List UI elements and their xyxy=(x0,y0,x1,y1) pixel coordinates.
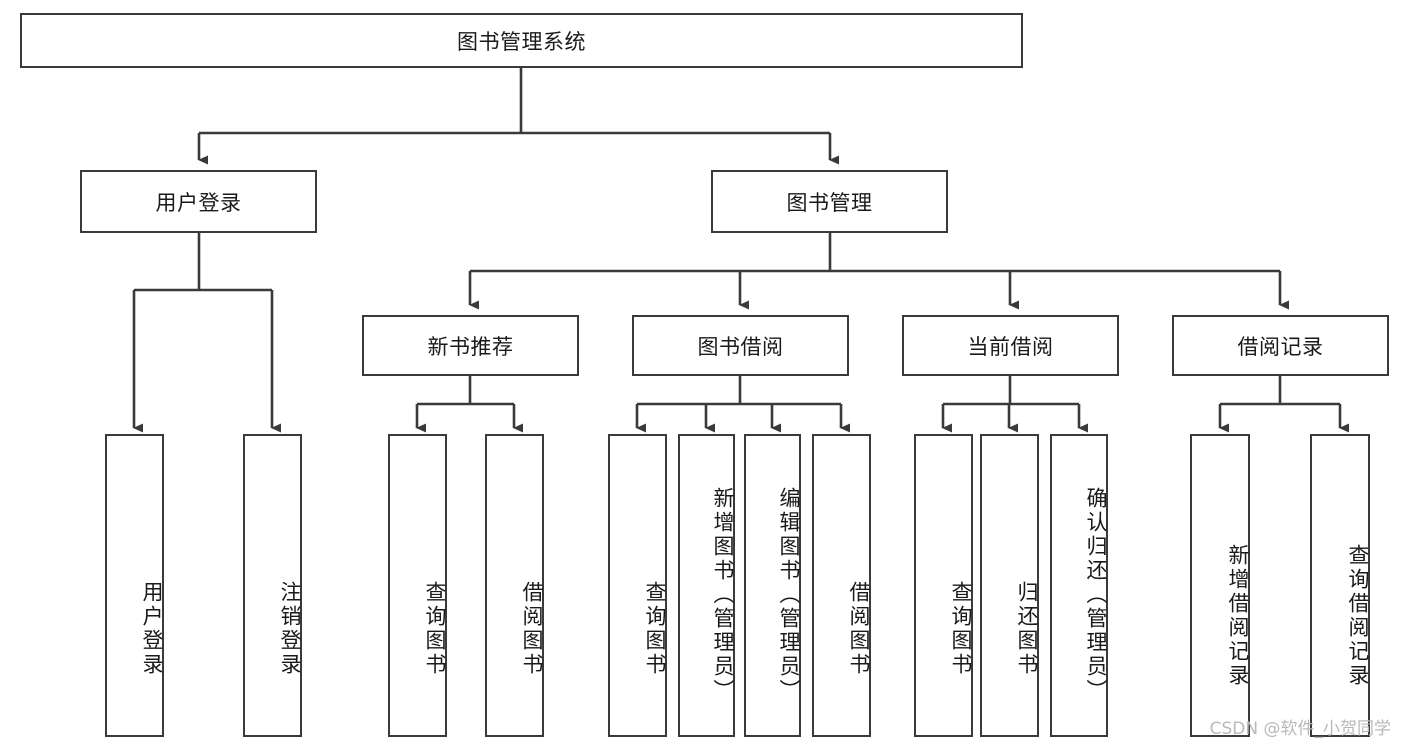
node-label: 查询图书 xyxy=(423,580,447,677)
node-label: 图书管理系统 xyxy=(457,29,586,54)
node-label: 借阅图书 xyxy=(847,580,871,677)
node-label: 新增借阅记录 xyxy=(1226,543,1250,688)
node-new-book-recommend[interactable]: 新书推荐 xyxy=(362,315,579,376)
leaf-confirm-return-admin[interactable]: 确认归还（管理员） xyxy=(1050,434,1108,737)
node-label: 新书推荐 xyxy=(427,334,514,359)
node-label: 编辑图书（管理员） xyxy=(777,486,801,703)
node-label: 图书管理 xyxy=(786,190,873,215)
node-label: 查询图书 xyxy=(643,580,667,677)
node-label: 借阅图书 xyxy=(520,580,544,677)
leaf-edit-book-admin[interactable]: 编辑图书（管理员） xyxy=(744,434,801,737)
node-label: 借阅记录 xyxy=(1237,334,1324,359)
leaf-return-book[interactable]: 归还图书 xyxy=(980,434,1039,737)
leaf-query-book-recommend[interactable]: 查询图书 xyxy=(388,434,447,737)
node-label: 查询图书 xyxy=(949,580,973,677)
node-borrow-record[interactable]: 借阅记录 xyxy=(1172,315,1389,376)
leaf-add-book-admin[interactable]: 新增图书（管理员） xyxy=(678,434,735,737)
node-label: 确认归还（管理员） xyxy=(1084,486,1108,703)
leaf-borrow-book-borrow[interactable]: 借阅图书 xyxy=(812,434,871,737)
leaf-query-book-borrow[interactable]: 查询图书 xyxy=(608,434,667,737)
node-label: 新增图书（管理员） xyxy=(711,486,735,703)
node-label: 图书借阅 xyxy=(697,334,784,359)
leaf-logout-login[interactable]: 注销登录 xyxy=(243,434,302,737)
node-user-login[interactable]: 用户登录 xyxy=(80,170,317,233)
leaf-query-borrow-record[interactable]: 查询借阅记录 xyxy=(1310,434,1370,737)
leaf-user-login[interactable]: 用户登录 xyxy=(105,434,164,737)
node-book-management[interactable]: 图书管理 xyxy=(711,170,948,233)
node-label: 查询借阅记录 xyxy=(1346,543,1370,688)
node-current-borrow[interactable]: 当前借阅 xyxy=(902,315,1119,376)
leaf-borrow-book-recommend[interactable]: 借阅图书 xyxy=(485,434,544,737)
node-label: 归还图书 xyxy=(1015,580,1039,677)
node-label: 用户登录 xyxy=(155,190,242,215)
leaf-query-book-current[interactable]: 查询图书 xyxy=(914,434,973,737)
leaf-add-borrow-record[interactable]: 新增借阅记录 xyxy=(1190,434,1250,737)
node-label: 用户登录 xyxy=(140,580,164,677)
node-book-management-system[interactable]: 图书管理系统 xyxy=(20,13,1023,68)
node-label: 当前借阅 xyxy=(967,334,1054,359)
node-book-borrow[interactable]: 图书借阅 xyxy=(632,315,849,376)
node-label: 注销登录 xyxy=(278,580,302,677)
